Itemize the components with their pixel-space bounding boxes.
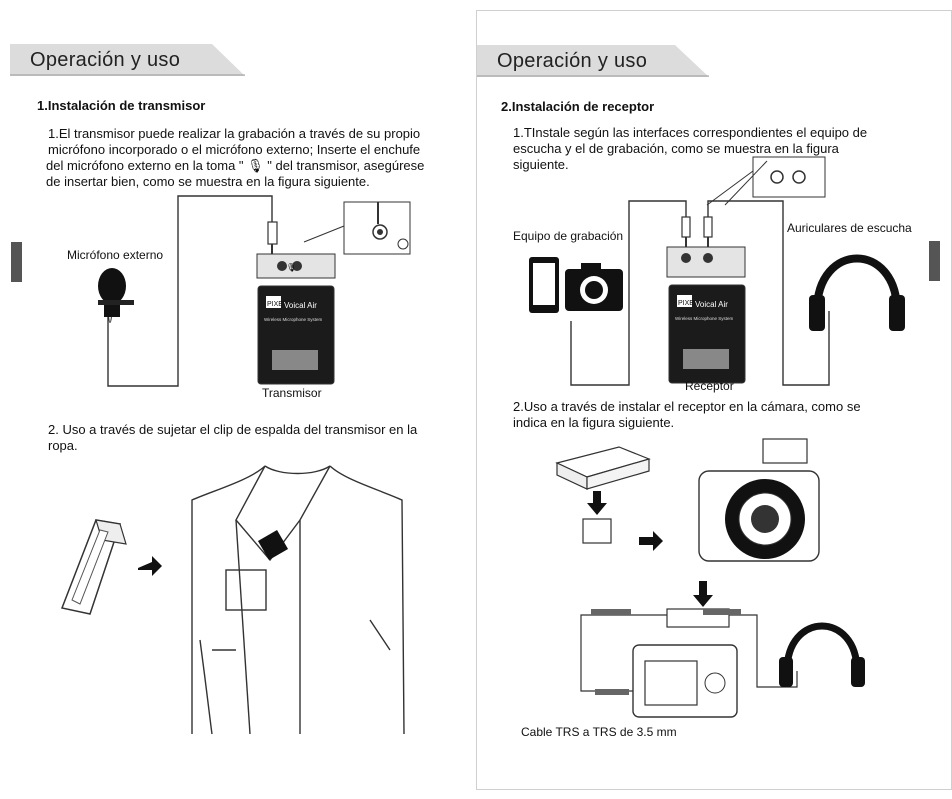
svg-text:🎙: 🎙	[286, 263, 296, 272]
headphones-icon	[809, 254, 905, 331]
page-edge-tab	[929, 241, 940, 281]
label-trs-cable: Cable TRS a TRS de 3.5 mm	[521, 725, 677, 739]
section-title-receiver: 2.Instalación de receptor	[501, 99, 655, 114]
right-page: Operación y uso 2.Instalación de recepto…	[476, 10, 952, 790]
camera-back-figure	[580, 608, 865, 718]
banner-shape	[477, 45, 709, 77]
text-line: 1.El transmisor puede realizar la grabac…	[48, 126, 421, 141]
device-model: Voical Air	[284, 301, 317, 310]
label-receiver: Receptor	[685, 379, 734, 393]
text-line: siguiente.	[513, 157, 569, 172]
clip-instructions: 2. Uso a través de sujetar el clip de es…	[48, 422, 468, 454]
receiver-instructions: 1.TInstale según las interfaces correspo…	[513, 125, 933, 173]
text-line: 2. Uso a través de sujetar el clip de es…	[48, 422, 418, 437]
zoom-callout	[752, 156, 826, 198]
page-edge-tab	[11, 242, 22, 282]
receiver-figure: PIXEL Voical Air Wireless Microphone Sys…	[529, 156, 905, 718]
page-title: Operación y uso	[497, 50, 648, 72]
text-line: 1.TInstale según las interfaces correspo…	[513, 125, 868, 140]
text-line: ropa.	[48, 438, 78, 453]
receiver-device-icon: PIXEL Voical Air Wireless Microphone Sys…	[668, 284, 746, 384]
text-line: de insertar bien, como se muestra en la …	[46, 174, 370, 189]
label-external-mic: Micrófono externo	[67, 248, 164, 262]
receiver-top-icon	[666, 246, 746, 278]
arrow-right-icon	[639, 531, 663, 551]
text-line: escucha y el de grabación, como se muest…	[513, 141, 839, 156]
text-line: indica en la figura siguiente.	[513, 415, 675, 430]
camera-icon	[565, 263, 623, 311]
left-page: Operación y uso 1.Instalación de transmi…	[10, 44, 468, 735]
banner-shape	[10, 44, 245, 76]
label-recording-equipment: Equipo de grabación	[513, 229, 624, 243]
device-subtitle: Wireless Microphone System	[675, 316, 734, 321]
device-model: Voical Air	[695, 300, 728, 309]
jacket-icon	[191, 465, 405, 735]
transmitter-clip-icon	[60, 519, 127, 615]
text-line: 2.Uso a través de instalar el receptor e…	[513, 399, 861, 414]
page-title: Operación y uso	[30, 49, 181, 71]
transmitter-top-icon: 🎙	[256, 253, 336, 279]
camera-mount-instructions: 2.Uso a través de instalar el receptor e…	[513, 399, 933, 431]
transmitter-instructions: 1.El transmisor puede realizar la grabac…	[46, 126, 468, 190]
page-header-banner: Operación y uso	[10, 44, 245, 76]
transmitter-figure: 🎙 PIXEL Voical Air Wireless Microphone S…	[98, 195, 411, 387]
label-transmitter: Transmisor	[262, 386, 322, 400]
smartphone-icon	[529, 257, 559, 313]
receiver-shoe-mount-figure	[555, 438, 820, 607]
device-subtitle: Wireless Microphone System	[264, 317, 323, 322]
arrow-down-icon	[693, 581, 713, 607]
text-line: del micrófono externo en la toma " 🎙 " d…	[46, 158, 425, 173]
label-headphones: Auriculares de escucha	[787, 221, 912, 235]
clip-figure	[60, 465, 405, 735]
transmitter-on-jacket-icon	[257, 529, 289, 561]
transmitter-device-icon: PIXEL Voical Air Wireless Microphone Sys…	[257, 285, 335, 385]
mic-cable	[107, 195, 273, 387]
lavalier-mic-icon	[98, 268, 134, 317]
text-line: micrófono incorporado o el micrófono ext…	[48, 142, 421, 157]
device-brand: PIXEL	[678, 300, 698, 307]
arrow-right-icon	[138, 556, 162, 576]
device-brand: PIXEL	[267, 301, 287, 308]
page-header-banner: Operación y uso	[477, 45, 709, 77]
arrow-down-icon	[587, 491, 607, 515]
section-title-transmitter: 1.Instalación de transmisor	[37, 98, 206, 113]
